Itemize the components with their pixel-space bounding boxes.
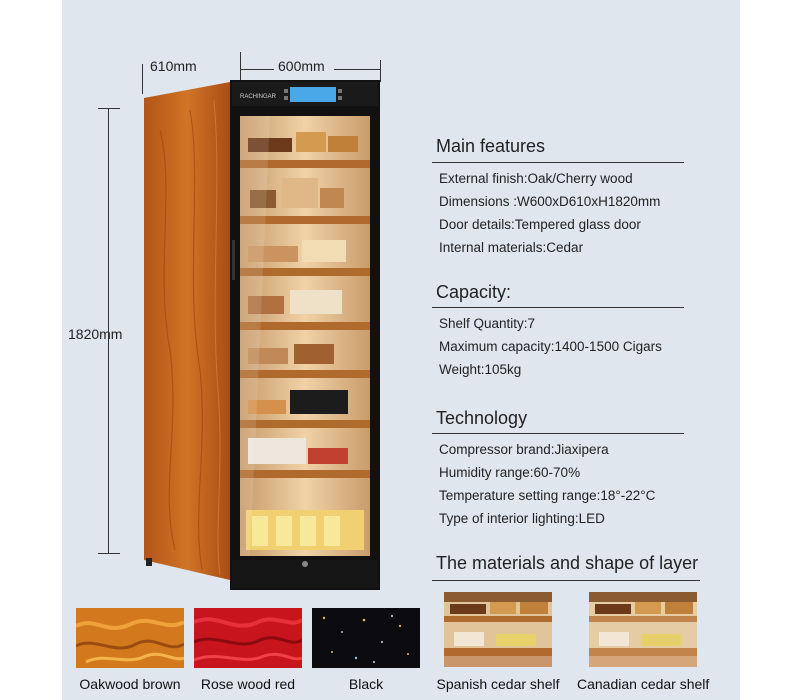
section-divider xyxy=(432,433,684,434)
section-title-technology: Technology xyxy=(436,408,528,428)
brand-logo: RACHINGAR xyxy=(240,94,277,100)
shelf-label-canadian-cedar: Canadian cedar shelf xyxy=(577,676,710,692)
spec-door-details: Door details:Tempered glass door xyxy=(439,217,641,232)
width-dimension-line-right xyxy=(334,69,380,70)
height-dimension-line xyxy=(108,108,109,554)
shelf-image-canadian-cedar xyxy=(589,592,697,667)
spec-external-finish: External finish:Oak/Cherry wood xyxy=(439,171,633,186)
finish-label-rose-wood-red: Rose wood red xyxy=(200,676,296,692)
depth-dimension-tick xyxy=(142,64,143,94)
finish-swatch-rose-wood-red xyxy=(194,608,302,668)
cabinet-leg xyxy=(146,558,152,566)
height-dimension-tick-top xyxy=(98,108,120,109)
section-divider xyxy=(432,580,700,581)
shelves xyxy=(240,160,370,478)
section-title-main-features: Main features xyxy=(436,136,546,156)
spec-internal-materials: Internal materials:Cedar xyxy=(439,240,584,255)
section-divider xyxy=(432,307,684,308)
lock-icon xyxy=(302,561,308,567)
temperature-display xyxy=(290,87,336,102)
spec-compressor-brand: Compressor brand:Jiaxipera xyxy=(439,442,609,457)
spec-interior-lighting: Type of interior lighting:LED xyxy=(439,511,605,526)
section-title-capacity: Capacity: xyxy=(436,282,512,302)
door-handle xyxy=(232,240,235,280)
section-divider xyxy=(432,162,684,163)
depth-dimension-label: 610mm xyxy=(150,58,197,74)
shelf-label-spanish-cedar: Spanish cedar shelf xyxy=(436,676,560,692)
height-dimension-label: 1820mm xyxy=(68,326,123,342)
finish-swatch-black xyxy=(312,608,420,668)
width-dimension-tick-left xyxy=(240,52,241,80)
width-dimension-line-left xyxy=(240,69,274,70)
spec-temperature-range: Temperature setting range:18°-22°C xyxy=(439,488,656,503)
section-title-layer-materials: The materials and shape of layer xyxy=(436,553,699,573)
finish-label-black: Black xyxy=(348,676,384,692)
spec-humidity-range: Humidity range:60-70% xyxy=(439,465,581,480)
width-dimension-tick-right xyxy=(380,60,381,82)
cigar-boxes xyxy=(246,132,364,550)
spec-maximum-capacity: Maximum capacity:1400-1500 Cigars xyxy=(439,339,662,354)
cigar-humidor-cabinet-illustration: RACHINGAR xyxy=(144,80,380,590)
shelf-image-spanish-cedar xyxy=(444,592,552,667)
spec-weight: Weight:105kg xyxy=(439,362,522,377)
finish-swatch-oakwood-brown xyxy=(76,608,184,668)
finish-label-oakwood-brown: Oakwood brown xyxy=(79,676,181,692)
spec-shelf-quantity: Shelf Quantity:7 xyxy=(439,316,536,331)
height-dimension-tick-bottom xyxy=(98,553,120,554)
width-dimension-label: 600mm xyxy=(278,58,325,74)
spec-dimensions: Dimensions :W600xD610xH1820mm xyxy=(439,194,661,209)
